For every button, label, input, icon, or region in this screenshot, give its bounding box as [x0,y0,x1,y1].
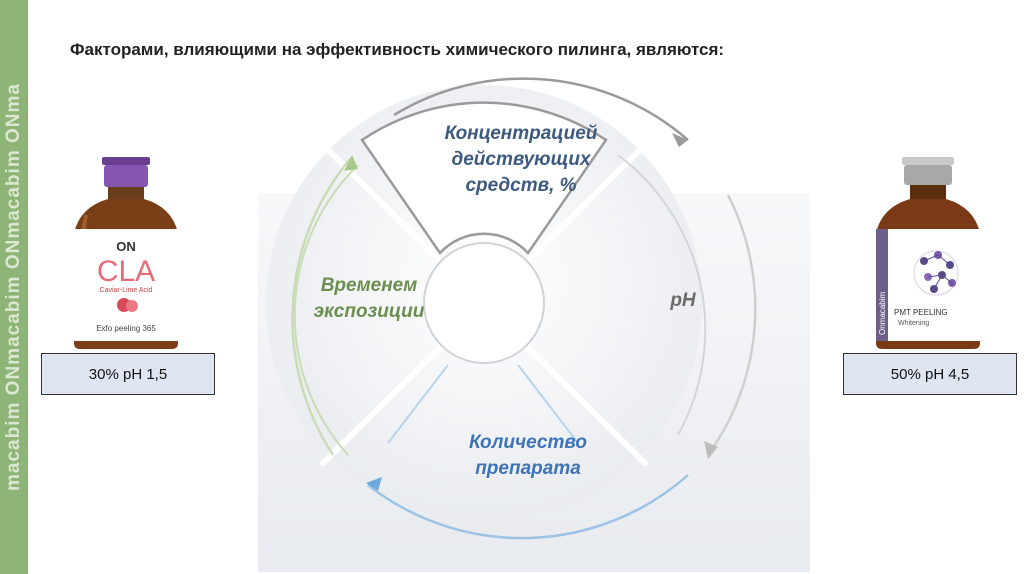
arrow-top-icon [672,133,688,147]
left-product-subtitle: Caviar-Lime Acid [100,287,153,294]
left-product-name: CLA [97,255,155,288]
side-watermark-text: macabim ONmacabim ONmacabim ONma [0,0,28,574]
segment-label-quantity: Количество препарата [438,430,618,482]
product-bottle-left: ON CLA Caviar-Lime Acid Exfo peeling 365 [66,155,186,350]
segment-label-concentration: Концентрацией действующих средств, % [426,121,616,199]
left-value-box: 30% pH 1,5 [41,353,215,395]
left-brand-text: ON [116,239,136,254]
segment-label-exposure: Временем экспозиции [294,273,444,325]
right-caption-line1: PMT PEELING [894,308,948,317]
right-brand-text: Onmacabim [878,292,887,335]
product-bottle-right: Onmacabim PMT PEELING Whitening [868,155,988,350]
left-product-caption: Exfo peeling 365 [96,324,156,333]
factors-cycle-diagram: Концентрацией действующих средств, % pH … [258,75,810,572]
right-caption-line2: Whitening [898,320,929,327]
side-band: macabim ONmacabim ONmacabim ONma [0,0,28,574]
slide-title: Факторами, влияющими на эффективность хи… [70,40,724,60]
segment-label-ph: pH [638,288,728,314]
right-value-box: 50% pH 4,5 [843,353,1017,395]
